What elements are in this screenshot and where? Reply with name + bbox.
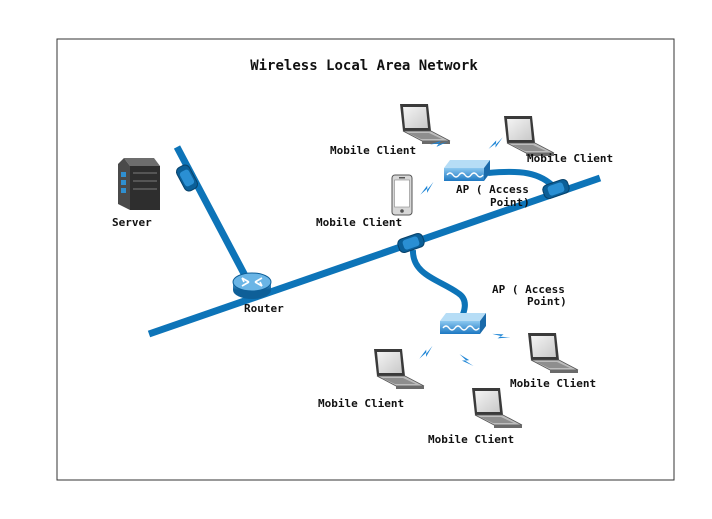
ap-bottom-label-line1: AP ( Access	[492, 283, 565, 296]
ap-bottom-cable	[409, 249, 468, 316]
ap-top-label-line1: AP ( Access	[456, 183, 529, 196]
access-point-icon	[444, 160, 490, 181]
diagram-title: Wireless Local Area Network	[250, 58, 478, 74]
router-label: Router	[244, 302, 284, 315]
server-icon	[118, 158, 160, 210]
server-label: Server	[112, 216, 152, 229]
access-point-icon	[440, 313, 486, 334]
client-top-left-label: Mobile Client	[330, 144, 416, 157]
client-top-right-label: Mobile Client	[527, 152, 613, 165]
client-bottom-right-label: Mobile Client	[510, 377, 596, 390]
ap-bottom-label-line2: Point)	[527, 295, 567, 308]
ap-top-label-line2: Point)	[490, 196, 530, 209]
client-bottom-left-label: Mobile Client	[318, 397, 404, 410]
client-phone-label: Mobile Client	[316, 216, 402, 229]
phone-icon	[391, 174, 413, 216]
backbone-cable	[147, 174, 602, 338]
client-bottom-center-label: Mobile Client	[428, 433, 514, 446]
router-icon	[232, 272, 272, 299]
